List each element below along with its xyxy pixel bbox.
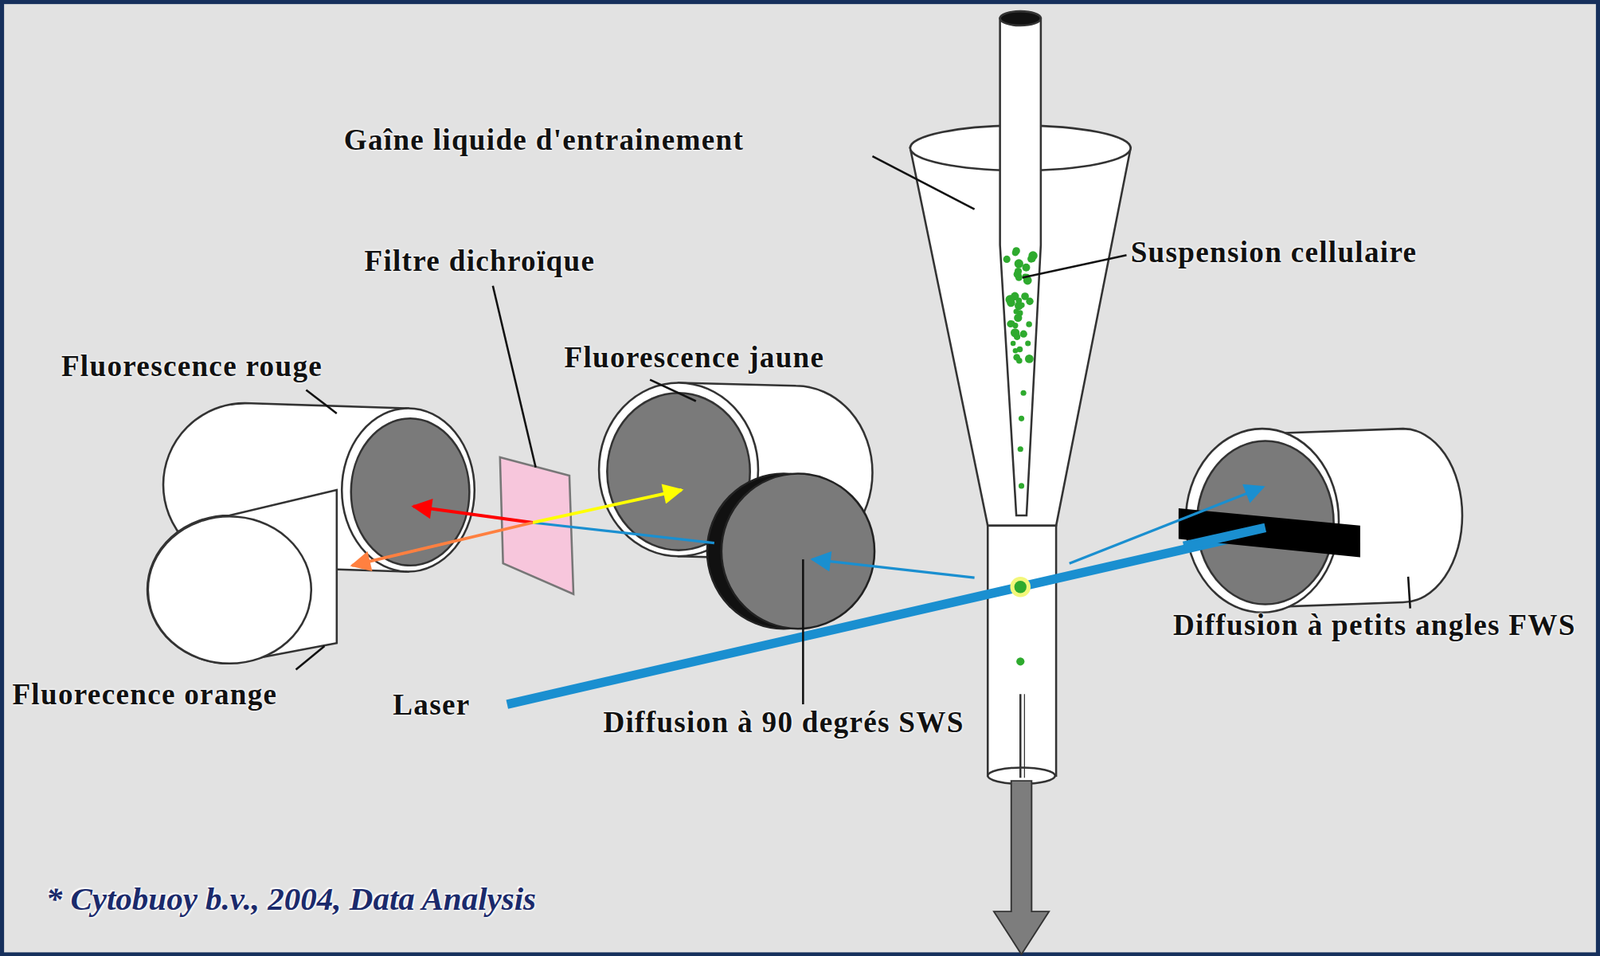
illuminated-cell [1014, 580, 1027, 593]
side-scatter [812, 559, 975, 578]
source-caption: * Cytobuoy b.v., 2004, Data Analysis [46, 879, 536, 917]
cell [1025, 297, 1033, 306]
forward-scatter [1069, 486, 1264, 564]
flow-cell [910, 11, 1131, 784]
cell [1009, 320, 1016, 327]
cell [1014, 258, 1024, 268]
filter-label: Filtre dichroïque [363, 242, 595, 279]
cell [1013, 353, 1021, 361]
detector-label: Diffusion à 90 degrés SWS [590, 704, 978, 740]
cell [1016, 657, 1025, 666]
cell [1006, 298, 1015, 307]
sheath-label: Gaîne liquide d'entrainement [344, 122, 744, 159]
laser-beam [507, 530, 1266, 705]
cell-suspension [1003, 246, 1038, 489]
orange-light [352, 522, 533, 566]
detector-label: Fluorescence jaune [564, 340, 826, 376]
laser-label: Laser [392, 686, 470, 723]
yellow-light [532, 489, 682, 523]
suspension-label: Suspension cellulaire [1130, 234, 1418, 271]
cell [1021, 263, 1030, 272]
cell [1013, 313, 1022, 322]
cell [1012, 246, 1020, 255]
cell [1013, 269, 1022, 278]
detector-label: Fluorecence orange [11, 676, 278, 712]
beam-stop [1178, 508, 1361, 558]
cell [1020, 330, 1028, 338]
outflow-arrow [993, 780, 1049, 955]
cell [1015, 297, 1022, 305]
cell [1003, 255, 1011, 263]
cell [1024, 340, 1031, 346]
cell [1013, 348, 1019, 354]
side-light [532, 522, 715, 544]
cell [1029, 255, 1037, 263]
cell [1021, 390, 1027, 396]
cell [1010, 340, 1017, 347]
red-light [413, 506, 533, 524]
sws-detector [707, 473, 875, 630]
cell [1025, 320, 1033, 328]
cell [1018, 415, 1025, 422]
cell [1010, 328, 1020, 337]
cell [1017, 445, 1024, 452]
cell [1024, 354, 1034, 364]
illuminated-cell [1009, 576, 1031, 598]
laser-core [1183, 527, 1266, 546]
detector-label: Fluorescence rouge [61, 348, 323, 384]
detector-label: Diffusion à petits angles FWS [1160, 606, 1589, 643]
orange-detector [147, 489, 417, 664]
cell [1018, 482, 1025, 489]
